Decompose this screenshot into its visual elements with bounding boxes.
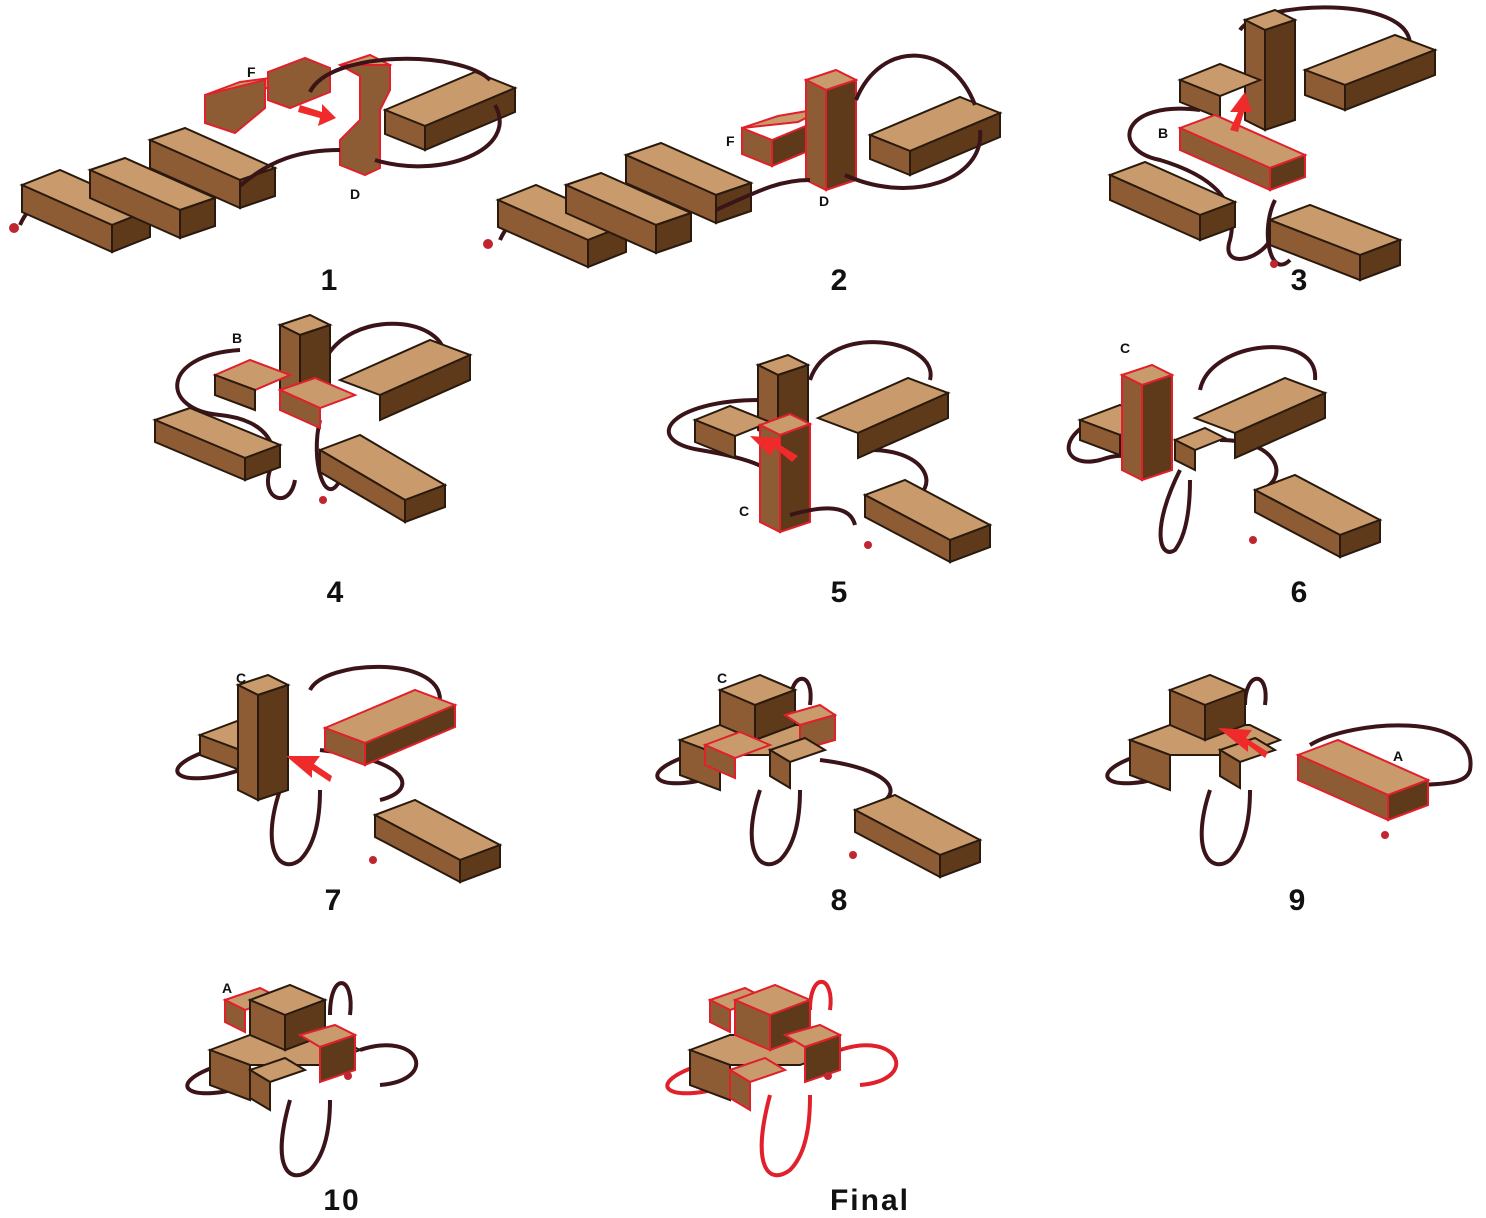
step-number: 7 bbox=[254, 884, 414, 918]
step-7-panel: C 7 bbox=[160, 660, 520, 920]
step-number: 3 bbox=[1220, 264, 1380, 298]
step-number: 1 bbox=[250, 264, 410, 298]
piece-label: A bbox=[1393, 748, 1403, 764]
piece-label: D bbox=[350, 186, 360, 202]
piece-label: C bbox=[1120, 340, 1130, 356]
piece-label: C bbox=[236, 670, 246, 686]
step-number: 9 bbox=[1218, 884, 1378, 918]
piece-label: A bbox=[222, 980, 232, 996]
piece-label: C bbox=[739, 503, 749, 519]
step-2-panel: F D 2 bbox=[480, 0, 1020, 300]
step-number: 8 bbox=[760, 884, 920, 918]
step-6-panel: C 6 bbox=[1050, 330, 1430, 610]
step-3-panel: B 3 bbox=[1080, 0, 1486, 300]
step-number: Final bbox=[790, 1184, 950, 1218]
step-number: 6 bbox=[1220, 576, 1380, 610]
final-illustration bbox=[660, 970, 960, 1218]
piece-label: F bbox=[247, 64, 256, 80]
step-9-illustration bbox=[1100, 660, 1486, 920]
step-5-panel: C 5 bbox=[640, 340, 1010, 610]
piece-label: B bbox=[1158, 125, 1168, 141]
step-2-illustration bbox=[480, 0, 1020, 300]
piece-label: B bbox=[232, 330, 242, 346]
piece-label: C bbox=[717, 670, 727, 686]
step-5-illustration bbox=[640, 340, 1010, 610]
piece-label: D bbox=[819, 193, 829, 209]
step-3-illustration bbox=[1080, 0, 1486, 300]
step-9-panel: A 9 bbox=[1100, 660, 1486, 920]
step-4-panel: B 4 bbox=[140, 310, 500, 610]
step-number: 10 bbox=[262, 1184, 422, 1218]
step-number: 4 bbox=[256, 576, 416, 610]
step-8-illustration bbox=[640, 660, 1000, 920]
step-7-illustration bbox=[160, 660, 520, 920]
step-10-illustration bbox=[180, 970, 480, 1218]
step-1-panel: F D 1 bbox=[0, 0, 540, 300]
piece-label: F bbox=[726, 133, 735, 149]
step-1-illustration bbox=[0, 0, 540, 300]
step-4-illustration bbox=[140, 310, 500, 610]
step-10-panel: A 10 bbox=[180, 970, 480, 1218]
step-6-illustration bbox=[1050, 330, 1430, 610]
step-8-panel: C 8 bbox=[640, 660, 1000, 920]
step-number: 2 bbox=[760, 264, 920, 298]
step-number: 5 bbox=[760, 576, 920, 610]
final-panel: Final bbox=[660, 970, 960, 1218]
